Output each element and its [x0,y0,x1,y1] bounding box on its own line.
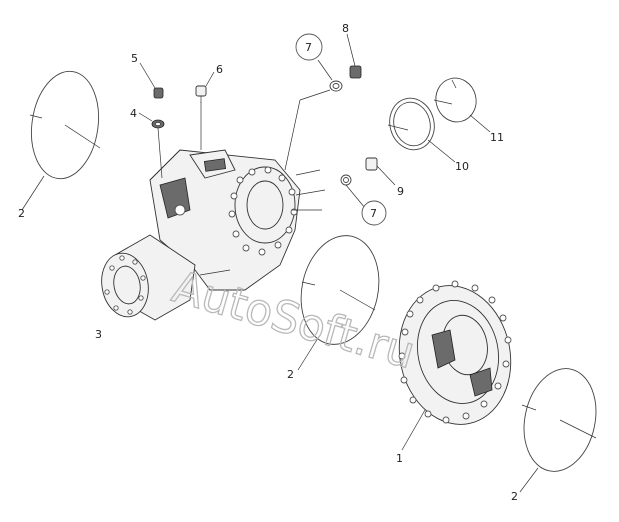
watermark: AutoSoft.ru [167,262,420,380]
callout-5: 5 [131,52,138,65]
left-flange-holes [104,255,146,315]
callout-6: 6 [216,63,223,76]
callout-7-lower-circle [361,200,387,226]
callout-7-lower: 7 [370,207,377,220]
plug-part-8 [346,33,362,79]
callout-2-left: 2 [18,207,25,220]
gasket-left [21,70,101,211]
plug-part-9 [365,157,396,186]
callout-7-upper-circle [295,33,323,61]
callout-4: 4 [130,107,137,120]
callout-2-middle: 2 [287,368,294,381]
housing-flange-holes [228,166,298,256]
callout-10: 10 [455,160,469,173]
callout-8: 8 [342,22,349,35]
gasket-middle [297,235,380,371]
cover-flange-holes [398,280,512,424]
callout-9: 9 [397,185,404,198]
callout-1: 1 [396,452,403,465]
callout-11: 11 [490,131,504,144]
gasket-right [519,368,597,493]
ring-part-10 [387,97,456,163]
callout-2-right: 2 [511,490,518,503]
plug-part-5 [139,62,164,99]
housing-cover [398,280,512,451]
axle-housing [101,149,301,321]
breather-part-6 [195,71,215,103]
seal-ring-lower [340,174,366,209]
callout-3: 3 [95,328,102,341]
seal-ring-upper [317,59,343,92]
washer-part-4 [138,112,165,129]
callout-7-upper: 7 [305,41,312,54]
snap-ring-part-11 [433,77,491,133]
